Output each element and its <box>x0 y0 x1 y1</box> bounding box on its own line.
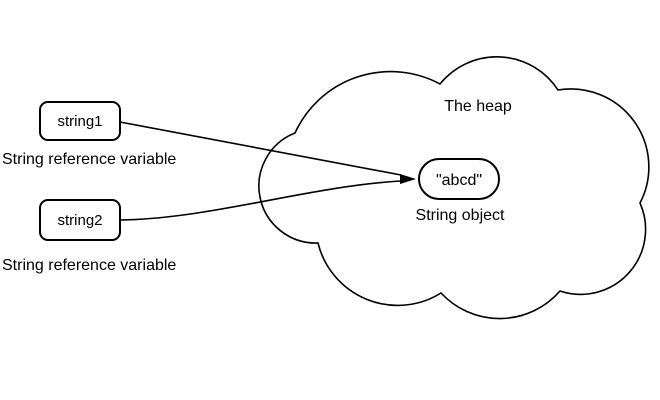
string2-label: string2 <box>57 212 102 229</box>
heap-label: The heap <box>444 98 512 115</box>
string-object-value: "abcd" <box>436 172 482 189</box>
string2-caption: String reference variable <box>2 257 176 274</box>
string-object-caption: String object <box>416 207 505 224</box>
string1-box <box>39 101 121 141</box>
arrow-head-icon <box>400 174 416 184</box>
string-object-node: "abcd" <box>418 158 500 200</box>
string2-arrow <box>119 180 402 221</box>
string1-node: string1 <box>39 101 121 141</box>
string2-node: string2 <box>39 199 121 241</box>
string-object-pill <box>418 158 500 200</box>
string2-box <box>39 199 121 241</box>
string1-arrow <box>119 121 402 176</box>
string1-caption: String reference variable <box>2 151 176 168</box>
string1-label: string1 <box>57 113 102 130</box>
